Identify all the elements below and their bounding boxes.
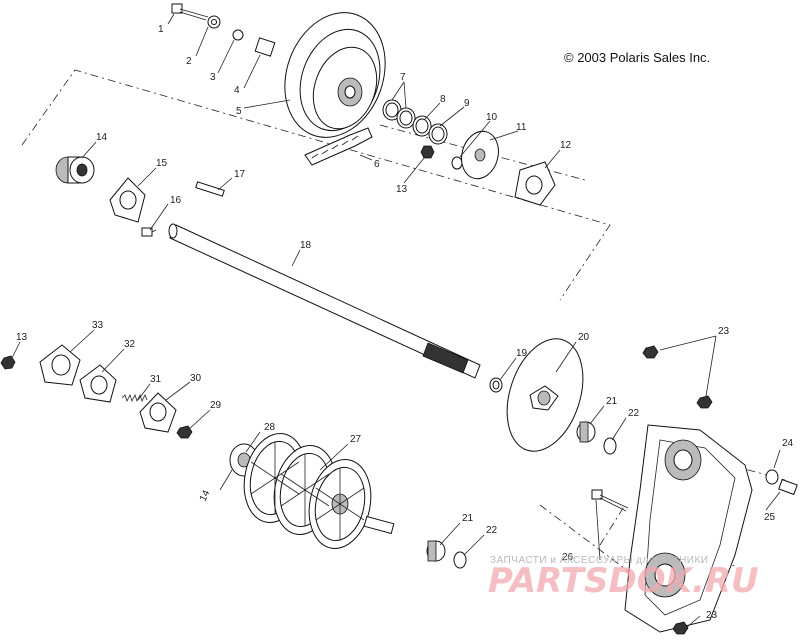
nut-part-13-lower <box>0 355 16 370</box>
callout-14-upper: 14 <box>96 132 108 143</box>
callout-23-bottom: 23 <box>706 610 718 621</box>
plug-part-25 <box>778 478 798 496</box>
callout-18: 18 <box>300 240 312 251</box>
callout-4: 4 <box>234 85 240 96</box>
gasket-part-32 <box>79 364 117 403</box>
callout-3: 3 <box>210 72 216 83</box>
seal-part-22-lower <box>453 551 467 569</box>
nut-part-23-top <box>642 345 659 359</box>
driven-pulley-part <box>284 12 386 138</box>
bearing-part-21-lower <box>426 540 446 562</box>
nut-part <box>420 145 435 159</box>
bolt-part-26 <box>591 489 629 512</box>
seal-part-22-upper <box>603 437 617 455</box>
callout-31: 31 <box>150 374 162 385</box>
callout-33: 33 <box>92 320 104 331</box>
fitting-part-24 <box>765 469 779 485</box>
flange-plate-part-33 <box>39 344 81 386</box>
leader-lines <box>11 13 781 629</box>
callout-11: 11 <box>516 122 527 133</box>
flange-plate-part-12 <box>514 161 556 206</box>
bearing-part-14 <box>55 156 95 184</box>
callout-21-upper: 21 <box>606 396 618 407</box>
callout-19: 19 <box>516 348 528 359</box>
watermark: ЗАПЧАСТИ и АКСЕССУАРЫ для ТЕХНИКИ PARTSD… <box>488 555 759 601</box>
callout-26: 26 <box>562 552 574 563</box>
spring-part-31 <box>121 393 148 403</box>
callout-22-lower: 22 <box>486 525 498 536</box>
bolt-part-16 <box>141 227 157 237</box>
flange-plate-part-15 <box>109 177 146 223</box>
callout-9: 9 <box>464 98 470 109</box>
callout-labels: 1 2 3 4 5 6 7 8 9 10 11 12 13 14 15 16 1… <box>16 24 794 621</box>
watermark-tagline: ЗАПЧАСТИ и АКСЕССУАРЫ для ТЕХНИКИ <box>490 555 709 566</box>
spacer-part <box>254 37 276 57</box>
callout-30: 30 <box>190 373 202 384</box>
callout-1: 1 <box>158 24 164 35</box>
callout-13-upper: 13 <box>396 184 408 195</box>
callout-8: 8 <box>440 94 446 105</box>
bearing-part-21-upper <box>576 421 596 443</box>
callout-17: 17 <box>234 169 246 180</box>
callout-6: 6 <box>374 159 380 170</box>
callout-10: 10 <box>486 112 498 123</box>
callout-21-lower: 21 <box>462 513 474 524</box>
nut-part-29 <box>176 425 193 439</box>
washer-part-9 <box>451 156 463 170</box>
callout-22-upper: 22 <box>628 408 640 419</box>
callout-5: 5 <box>236 106 242 117</box>
drive-chain-part <box>304 127 373 166</box>
brake-disc-part <box>506 338 584 452</box>
bearing-flange-part <box>461 130 499 180</box>
flange-plate-part-30 <box>139 392 177 433</box>
callout-15: 15 <box>156 158 168 169</box>
washer-part <box>207 15 221 29</box>
callout-23-top: 23 <box>718 326 730 337</box>
bolt-part <box>171 3 209 21</box>
o-rings-part <box>382 99 448 145</box>
nut-part-23-mid <box>696 395 713 409</box>
callout-28: 28 <box>264 422 276 433</box>
key-part-17 <box>195 181 225 197</box>
callout-13-lower: 13 <box>16 332 28 343</box>
callout-12: 12 <box>560 140 572 151</box>
callout-27: 27 <box>350 434 362 445</box>
nut-part-23-bottom <box>672 621 689 635</box>
callout-25: 25 <box>764 512 776 523</box>
callout-32: 32 <box>124 339 136 350</box>
callout-14-lower: 14 <box>198 488 213 503</box>
callout-2: 2 <box>186 56 192 67</box>
callout-29: 29 <box>210 400 222 411</box>
callout-20: 20 <box>578 332 590 343</box>
watermark-logo: PARTSDOK.RU <box>488 561 759 601</box>
copyright-notice: © 2003 Polaris Sales Inc. <box>564 50 710 65</box>
drive-shaft-part <box>168 223 481 379</box>
callout-24: 24 <box>782 438 794 449</box>
chaincase-housing-part <box>624 424 753 633</box>
track-drive-sprocket-assembly-part <box>229 433 395 549</box>
snap-ring-part-19 <box>489 377 503 393</box>
callout-16: 16 <box>170 195 182 206</box>
callout-7: 7 <box>400 72 406 83</box>
washer-small-part <box>232 29 244 41</box>
